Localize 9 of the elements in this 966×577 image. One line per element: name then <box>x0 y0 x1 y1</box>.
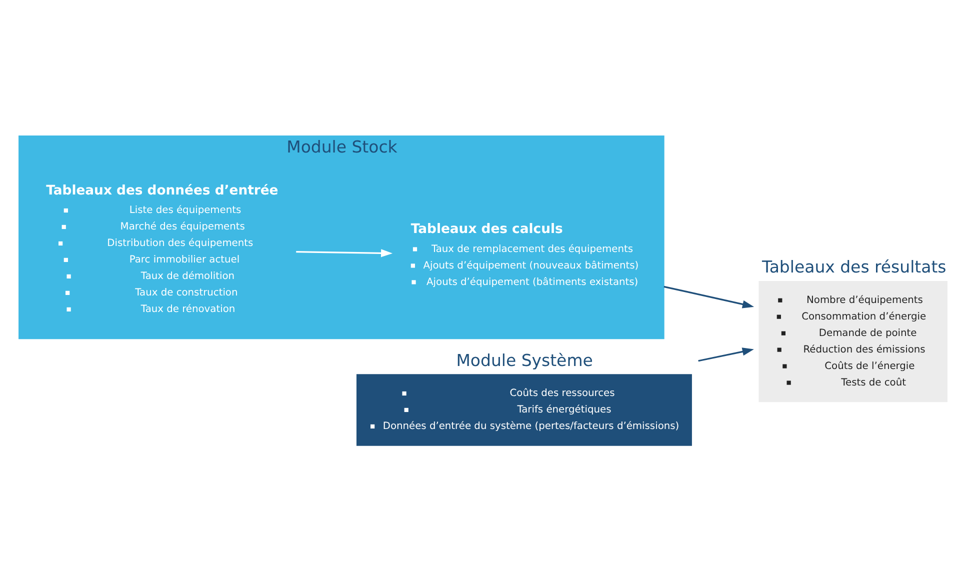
node-label: Module Système <box>456 350 593 370</box>
node-text: Tableaux des calculs Taux de remplacement des équipements Ajouts d’équipement (nouveaux bâtiments) Ajouts d’équipement (bâtiments existants) <box>410 221 639 288</box>
node-label: Tableaux des résultats <box>762 257 946 276</box>
node-text: Tableaux des données d’entrée Liste des équipements Marché des équipements Distribution des équipements Parc immobilier actuel Taux de démolition Taux de construction Taux de rénovation <box>46 182 278 314</box>
node-box: Coûts des ressources Tarifs énergétiques Données d’entrée du système (pertes/facteurs d’émissions) <box>356 374 692 446</box>
arrow <box>664 285 754 308</box>
arrow <box>296 248 393 257</box>
arrow <box>698 347 754 362</box>
node-box: Nombre d’équipements Consommation d’énergie Demande de pointe Réduction des émissions Coûts de l’énergie Tests de coût <box>758 280 948 402</box>
